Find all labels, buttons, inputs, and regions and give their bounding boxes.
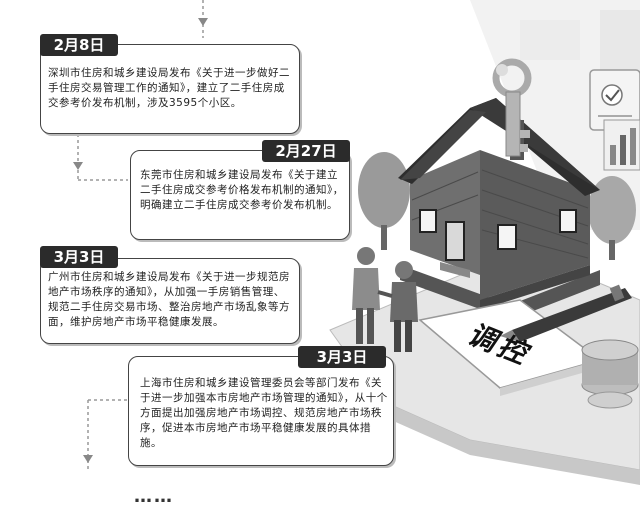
timeline-text-3: 广州市住房和城乡建设局发布《关于进一步规范房地产市场秩序的通知》，从加强一手房销… <box>48 271 290 328</box>
timeline-text-2: 东莞市住房和城乡建设局发布《关于建立二手住房成交参考价格发布机制的通知》，明确建… <box>140 169 344 211</box>
date-tag-3: 3月3日 <box>40 246 118 268</box>
house-icon <box>398 98 600 320</box>
date-tag-2: 2月27日 <box>262 140 350 162</box>
timeline-card-2 <box>130 150 350 240</box>
checklist-icon <box>589 69 640 131</box>
bar-chart-icon <box>603 119 640 171</box>
timeline-card-1 <box>40 44 300 134</box>
timeline-text-4: 上海市住房和城乡建设管理委员会等部门发布《关于进一步加强本市房地产市场管理的通知… <box>140 377 388 449</box>
timeline-text-1: 深圳市住房和城乡建设局发布《关于进一步做好二手住房交易管理工作的通知》，建立了二… <box>48 67 290 109</box>
key-icon <box>492 58 532 157</box>
people-icon <box>352 247 418 352</box>
date-tag-1: 2月8日 <box>40 34 118 56</box>
timeline-card-4 <box>128 356 394 466</box>
pen-icon <box>500 284 632 342</box>
background-panels <box>470 0 640 230</box>
date-tag-4: 3月3日 <box>298 346 386 368</box>
coin-stack-icon <box>581 339 639 409</box>
timeline-arrows <box>73 18 208 463</box>
continuation-ellipsis: …… <box>134 486 174 507</box>
tree-icon <box>358 152 636 260</box>
timeline-card-3 <box>40 258 300 344</box>
